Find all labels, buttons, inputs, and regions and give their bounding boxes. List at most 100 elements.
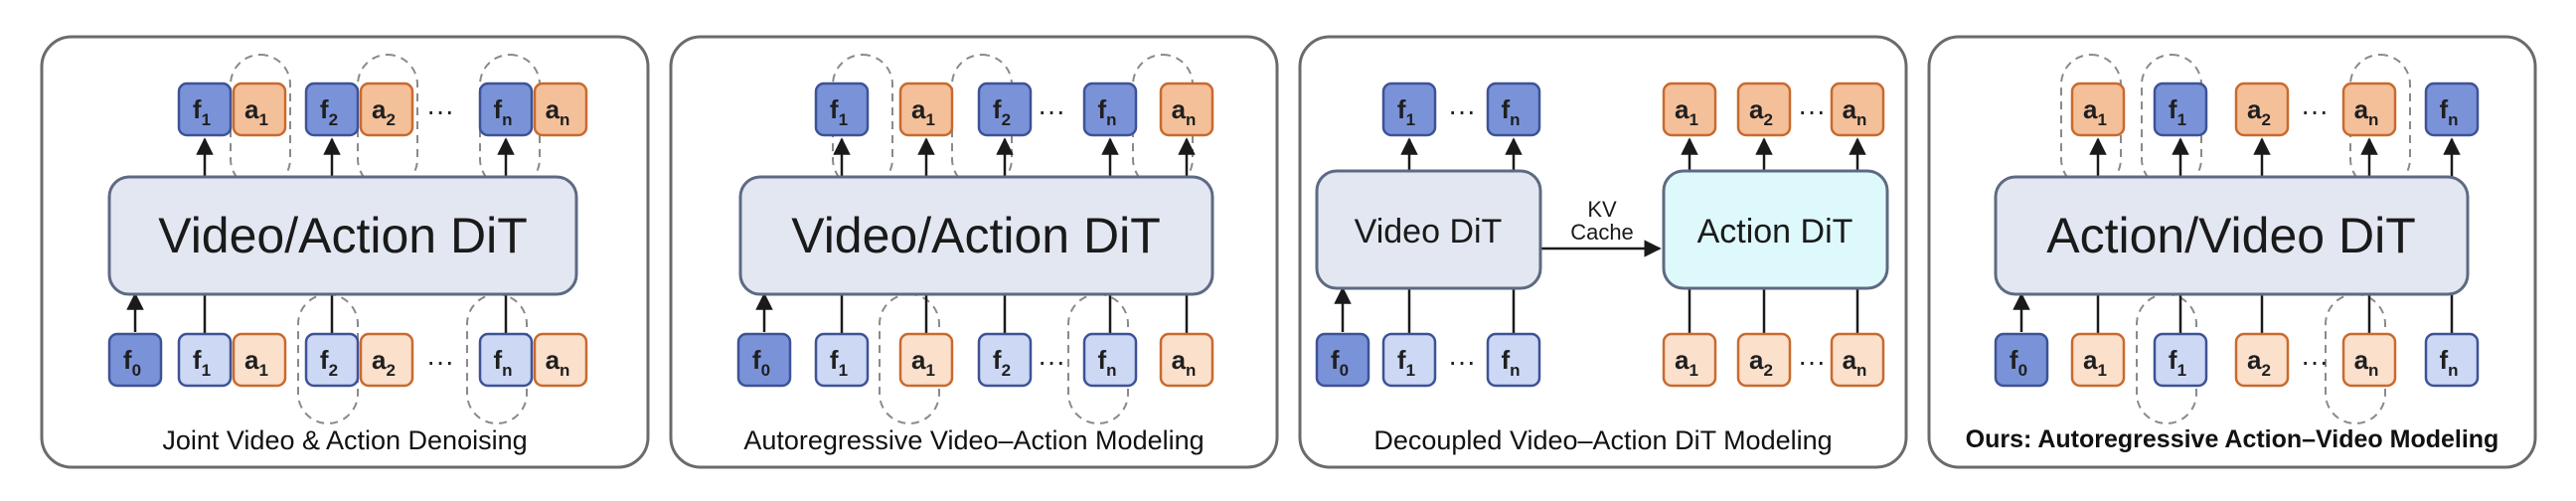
panel-3-bottom-video-token-3-label: fn (1501, 345, 1520, 380)
panel-1-bottom-token-6-base: f (493, 345, 502, 375)
panel-2-bottom-token-1-box (736, 332, 792, 388)
panel-3-top-video-token-1-subscript: 1 (1406, 110, 1415, 129)
panel-1-bottom-token-2-label: f1 (193, 345, 211, 380)
panel-1-bottom-token-6-subscript: n (502, 361, 512, 380)
panel-1-top-token-6: an (533, 82, 588, 137)
panel-1-top-token-1-base: f (193, 94, 202, 124)
panel-3-bottom-action-token-3-base: a (1843, 345, 1857, 375)
panel-3-bottom-video-token-3: fn (1486, 332, 1541, 388)
panel-1-top-token-4: a2 (359, 82, 414, 137)
panel-3-bottom-video-token-1-label: f0 (1331, 345, 1349, 380)
panel-3-action-dit-box (1662, 169, 1889, 290)
panel-1-top-token-4-label: a2 (372, 94, 396, 129)
panel-1-top-token-4-subscript: 2 (387, 110, 396, 129)
panel-2-bottom-token-1-subscript: 0 (761, 361, 770, 380)
panel-4-top-token-5-base: f (2439, 94, 2448, 124)
panel-1-bottom-token-3-box (232, 332, 287, 388)
panel-2-bottom-token-5-label: fn (1097, 345, 1116, 380)
panel-1-bottom-token-4: f2 (304, 332, 360, 388)
panel-2-bottom-token-5: fn (1082, 332, 1138, 388)
panel-2-top-token-5-subscript: n (1186, 110, 1196, 129)
panel-1-top-token-6-subscript: n (560, 110, 569, 129)
panel-3-bottom-video-token-2-box (1381, 332, 1437, 388)
panel-4-top-token-2-base: f (2169, 94, 2177, 124)
panel-3-bottom-action-token-2-box (1736, 332, 1792, 388)
panel-4-bottom-token-5-label: an (2354, 345, 2379, 380)
panel-4-bottom-token-4-box (2234, 332, 2290, 388)
panel-3-bottom-video-token-3-subscript: n (1510, 361, 1520, 380)
panel-1-top-token-6-label: an (546, 94, 570, 129)
panel-3-caption: Decoupled Video–Action DiT Modeling (1373, 425, 1832, 455)
panel-2-bottom-token-3-label: a1 (911, 345, 935, 380)
panel-4-bottom-token-4-label: a2 (2247, 345, 2271, 380)
panel-1-top-token-5-label: fn (493, 94, 512, 129)
panel-2-bottom-token-3-subscript: 1 (926, 361, 935, 380)
panel-3-top-action-token-3-base: a (1843, 94, 1857, 124)
panel-1-top-token-3-subscript: 2 (329, 110, 338, 129)
panel-3-top-action-token-3-label: an (1843, 94, 1867, 129)
panel-1-bottom-token-5-label: a2 (372, 345, 396, 380)
panel-1-bottom-token-2-box (177, 332, 233, 388)
panel-1-top-token-3-label: f2 (320, 94, 338, 129)
panel-1-bottom-token-7-subscript: n (560, 361, 569, 380)
panel-3-bottom-action-token-1-base: a (1675, 345, 1690, 375)
panel-2-bottom-token-6-base: a (1172, 345, 1187, 375)
panel-1-top-token-3-base: f (320, 94, 329, 124)
panel-3-bottom-video-token-1: f0 (1315, 332, 1370, 388)
panel-1-top-token-6-base: a (546, 94, 561, 124)
panel-2-dit-box (738, 175, 1214, 296)
panel-2-bottom-token-3-base: a (911, 345, 926, 375)
panel-4-bottom-token-5-base: a (2354, 345, 2369, 375)
panel-4-top-token-5: fn (2424, 82, 2480, 137)
panel-4-bottom-token-5: an (2341, 332, 2397, 388)
panel-2-top-token-4-box (1082, 82, 1138, 137)
panel-2-bottom-token-1-label: f0 (752, 345, 770, 380)
panel-1-bottom-token-1-subscript: 0 (132, 361, 141, 380)
panel-2-top-token-2-label: a1 (911, 94, 935, 129)
panel-3-top-action-token-2-label: a2 (1749, 94, 1773, 129)
panel-4-top-token-4-base: a (2354, 94, 2369, 124)
panel-3-bottom-video-ellipsis: ··· (1448, 346, 1476, 377)
panel-4-top-token-4: an (2341, 82, 2397, 137)
panel-2-top-token-1: f1 (814, 82, 870, 137)
panel-4-bottom-token-1-subscript: 0 (2018, 361, 2027, 380)
panel-4-top-token-4-box (2341, 82, 2397, 137)
panel-2-bottom-ellipsis: ··· (1038, 346, 1065, 377)
panel-3-bottom-video-token-3-box (1486, 332, 1541, 388)
panel-4-top-token-1: a1 (2070, 82, 2126, 137)
panel-2-top-token-1-base: f (830, 94, 839, 124)
panel-3-top-action-token-2: a2 (1736, 82, 1792, 137)
panel-1-bottom-token-1-label: f0 (123, 345, 141, 380)
panel-3-top-action-token-2-base: a (1749, 94, 1764, 124)
panel-3-top-video-token-1-label: f1 (1397, 94, 1415, 129)
panel-2-top-token-3-subscript: 2 (1002, 110, 1011, 129)
panel-4-bottom-token-1-label: f0 (2010, 345, 2027, 380)
panel-2-top-token-5-label: an (1172, 94, 1197, 129)
panel-1-top-token-6-box (533, 82, 588, 137)
panel-2-bottom-token-2-box (814, 332, 870, 388)
panel-1-bottom-token-1-box (107, 332, 163, 388)
panel-1-bottom-token-6: fn (478, 332, 534, 388)
panel-3-top-video-token-2: fn (1486, 82, 1541, 137)
panel-4-top-token-2-subscript: 1 (2177, 110, 2186, 129)
panel-1-bottom-token-7-box (533, 332, 588, 388)
panel-3-bottom-action-token-1-box (1662, 332, 1717, 388)
panel-3-top-video-token-1-base: f (1397, 94, 1406, 124)
panel-2-dit-label: Video/Action DiT (791, 208, 1160, 263)
panel-1-bottom-token-3: a1 (232, 332, 287, 388)
panel-1-bottom-token-7-base: a (546, 345, 561, 375)
panel-4-top-token-3-box (2234, 82, 2290, 137)
panel-1-top-token-1-label: f1 (193, 94, 211, 129)
panel-3-kv-label-line2: Cache (1570, 220, 1634, 245)
panel-1-dit-box (107, 175, 578, 296)
panel-2-top-token-5-box (1159, 82, 1214, 137)
panel-1-bottom-token-5-subscript: 2 (387, 361, 396, 380)
panel-1-bottom-token-4-box (304, 332, 360, 388)
panel-3-top-action-token-2-box (1736, 82, 1792, 137)
panel-3-bottom-video-token-1-subscript: 0 (1340, 361, 1349, 380)
panel-1-top-token-3-box (304, 82, 360, 137)
panel-1-top-token-5: fn (478, 82, 534, 137)
panel-1-bottom-token-3-label: a1 (244, 345, 268, 380)
panel-2-top-token-2-subscript: 1 (926, 110, 935, 129)
panel-4-bottom-token-4-base: a (2247, 345, 2262, 375)
